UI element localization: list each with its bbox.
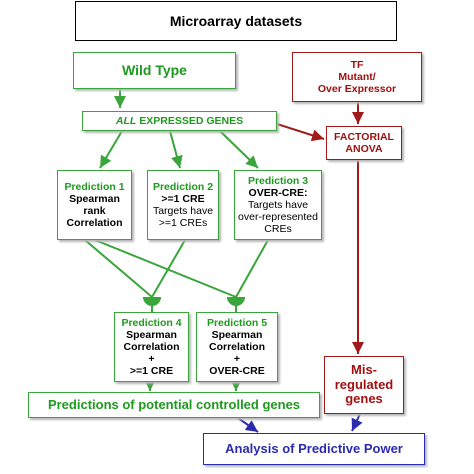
wild-type-box: Wild Type	[73, 52, 236, 89]
arrow-all-to-p2	[169, 130, 183, 169]
prediction-1-line2: rank	[83, 205, 106, 217]
prediction-1-line3: Correlation	[66, 217, 123, 230]
prediction-2-line2: Targets have	[152, 205, 214, 217]
prediction-4-line3: +	[148, 353, 155, 366]
prediction-4-line2: Correlation	[123, 340, 180, 353]
prediction-1-title: Prediction 1	[64, 180, 125, 193]
tf-mutant-line1: TF	[350, 58, 364, 71]
misregulated-line1: Mis-regulated	[334, 361, 394, 392]
misregulated-box: Mis-regulated genes	[324, 356, 404, 414]
and-gate-2	[227, 297, 245, 306]
arrow-output-to-analysis	[237, 417, 259, 433]
arrow-all-to-p3	[219, 130, 259, 169]
line-p1-to-gate2	[94, 239, 237, 298]
prediction-5-line3: +	[233, 353, 241, 366]
prediction-5-line2: Correlation	[208, 340, 265, 353]
factorial-line1: FACTORIAL	[334, 130, 394, 143]
prediction-4-box: Prediction 4 Spearman Correlation + >=1 …	[114, 312, 189, 382]
tf-mutant-box: TF Mutant/ Over Expressor	[292, 52, 422, 102]
line-p3-to-gate2	[235, 239, 269, 298]
prediction-2-line3: >=1 CREs	[158, 217, 208, 230]
prediction-3-line2: Targets have	[247, 198, 309, 211]
analysis-box: Analysis of Predictive Power	[203, 433, 425, 465]
prediction-4-title: Prediction 4	[121, 316, 182, 329]
header-title: Microarray datasets	[169, 12, 303, 29]
tf-mutant-line2: Mutant/	[338, 70, 376, 83]
prediction-3-title: Prediction 3	[247, 174, 309, 187]
prediction-2-box: Prediction 2 >=1 CRE Targets have >=1 CR…	[147, 170, 219, 240]
arrow-all-to-p1	[99, 130, 123, 169]
arrow-all-to-factorial	[276, 123, 325, 142]
prediction-1-box: Prediction 1 Spearman rank Correlation	[57, 170, 132, 240]
all-expressed-suffix: EXPRESSED GENES	[136, 114, 244, 127]
prediction-5-line1: Spearman	[211, 328, 263, 341]
analysis-label: Analysis of Predictive Power	[225, 440, 403, 456]
prediction-4-line1: Spearman	[126, 328, 177, 341]
factorial-anova-box: FACTORIAL ANOVA	[326, 126, 402, 160]
header-box: Microarray datasets	[75, 1, 397, 41]
prediction-3-line4: CREs	[264, 223, 292, 236]
prediction-4-line4: >=1 CRE	[129, 365, 174, 378]
all-expressed-prefix: ALL	[115, 114, 137, 127]
prediction-3-line1: OVER-CRE:	[248, 186, 308, 199]
prediction-3-box: Prediction 3 OVER-CRE: Targets have over…	[234, 170, 322, 240]
prediction-5-line4: OVER-CRE	[209, 365, 265, 378]
factorial-line2: ANOVA	[345, 143, 383, 155]
predictions-output-label: Predictions of potential controlled gene…	[47, 396, 301, 412]
all-expressed-box: ALL EXPRESSED GENES	[82, 111, 277, 131]
line-p2-to-gate1	[151, 239, 186, 298]
arrow-misregulated-to-analysis	[351, 413, 363, 432]
prediction-3-line3: over-represented	[238, 211, 318, 224]
prediction-5-box: Prediction 5 Spearman Correlation + OVER…	[196, 312, 278, 382]
predictions-output-box: Predictions of potential controlled gene…	[28, 392, 320, 418]
prediction-5-title: Prediction 5	[206, 316, 268, 329]
line-p1-to-gate1	[84, 239, 153, 298]
wild-type-label: Wild Type	[122, 62, 187, 79]
tf-mutant-line3: Over Expressor	[317, 83, 397, 96]
prediction-2-title: Prediction 2	[152, 180, 214, 193]
prediction-1-line1: Spearman	[69, 192, 120, 205]
and-gate-1	[143, 297, 161, 306]
prediction-2-line1: >=1 CRE	[161, 192, 205, 205]
misregulated-line2: genes	[345, 391, 383, 407]
